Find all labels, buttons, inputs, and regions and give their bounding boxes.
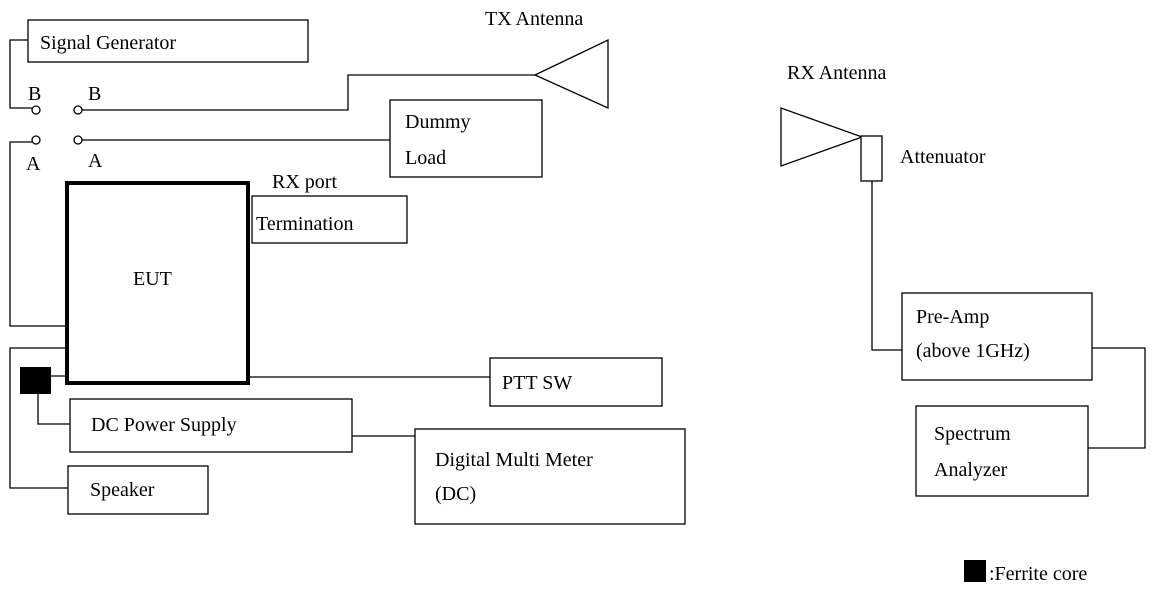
switch-terminal-a-left bbox=[31, 135, 41, 145]
dummy-load-label-line1: Dummy bbox=[405, 111, 471, 133]
spectrum-analyzer-label-line2: Analyzer bbox=[934, 459, 1008, 481]
switch-label-b-left: B bbox=[28, 83, 41, 105]
signal-generator-label: Signal Generator bbox=[40, 32, 176, 54]
rx-antenna-icon bbox=[780, 107, 864, 167]
wire-attenuator-to-preamp bbox=[871, 180, 902, 351]
eut-box bbox=[65, 181, 250, 385]
rx-port-label: RX port bbox=[272, 171, 337, 193]
attenuator-label: Attenuator bbox=[900, 146, 986, 168]
rx-antenna-block: RX Antenna Attenuator bbox=[780, 62, 986, 182]
tx-antenna-block: TX Antenna bbox=[485, 8, 609, 110]
digital-multimeter-block: Digital Multi Meter (DC) bbox=[414, 428, 686, 525]
switch: B B A A bbox=[26, 83, 103, 175]
ptt-switch-block: PTT SW bbox=[489, 357, 663, 407]
switch-terminal-a-right bbox=[73, 135, 83, 145]
legend-ferrite-swatch bbox=[964, 560, 986, 582]
switch-label-a-left: A bbox=[26, 153, 41, 175]
wire-switch-b-to-tx-antenna bbox=[82, 74, 535, 111]
rx-antenna-label: RX Antenna bbox=[787, 62, 887, 84]
ptt-switch-box bbox=[489, 357, 663, 407]
digital-multimeter-box bbox=[414, 428, 686, 525]
legend: :Ferrite core bbox=[964, 560, 1087, 585]
digital-multimeter-label-line2: (DC) bbox=[435, 483, 476, 505]
legend-ferrite-label: :Ferrite core bbox=[989, 563, 1087, 585]
eut-block: EUT bbox=[65, 181, 250, 385]
signal-generator-block: Signal Generator bbox=[27, 19, 309, 63]
dummy-load-label-line2: Load bbox=[405, 147, 446, 169]
wire-preamp-to-analyzer bbox=[1088, 347, 1146, 449]
pre-amp-box bbox=[901, 292, 1093, 381]
wire-eut-to-speaker bbox=[9, 347, 68, 489]
spectrum-analyzer-block: Spectrum Analyzer bbox=[915, 405, 1089, 497]
dummy-load-box bbox=[389, 99, 543, 178]
wire-ferrite-to-dc-supply bbox=[37, 393, 70, 425]
switch-terminal-b-right bbox=[73, 105, 83, 115]
tx-antenna-label: TX Antenna bbox=[485, 8, 583, 30]
speaker-label: Speaker bbox=[90, 479, 155, 501]
speaker-box bbox=[67, 465, 209, 515]
ferrite-core-icon bbox=[20, 367, 51, 394]
pre-amp-block: Pre-Amp (above 1GHz) bbox=[901, 292, 1093, 381]
dc-power-supply-block: DC Power Supply bbox=[69, 398, 353, 453]
attenuator-box bbox=[860, 135, 883, 182]
wires bbox=[9, 39, 1146, 489]
dc-power-supply-label: DC Power Supply bbox=[91, 414, 237, 436]
switch-terminal-b-left bbox=[31, 105, 41, 115]
termination-label: Termination bbox=[256, 213, 353, 235]
switch-label-a-right: A bbox=[88, 150, 103, 172]
spectrum-analyzer-label-line1: Spectrum bbox=[934, 423, 1011, 445]
ptt-switch-label: PTT SW bbox=[502, 372, 572, 394]
switch-label-b-right: B bbox=[88, 83, 101, 105]
pre-amp-label-line1: Pre-Amp bbox=[916, 306, 989, 328]
eut-label: EUT bbox=[133, 268, 172, 290]
dummy-load-block: Dummy Load bbox=[389, 99, 543, 178]
speaker-block: Speaker bbox=[67, 465, 209, 515]
termination-block: RX port Termination bbox=[251, 171, 408, 244]
wire-switch-a-to-eut bbox=[9, 141, 67, 327]
spectrum-analyzer-box bbox=[915, 405, 1089, 497]
dc-power-supply-box bbox=[69, 398, 353, 453]
termination-box bbox=[251, 195, 408, 244]
digital-multimeter-label-line1: Digital Multi Meter bbox=[435, 449, 593, 471]
wire-siggen-to-switch bbox=[9, 39, 32, 109]
tx-antenna-icon bbox=[533, 38, 609, 110]
pre-amp-label-line2: (above 1GHz) bbox=[916, 340, 1030, 362]
signal-generator-box bbox=[27, 19, 309, 63]
